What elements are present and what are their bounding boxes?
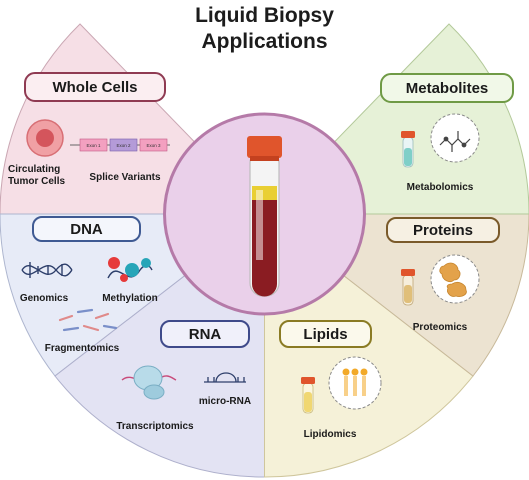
molecule-magnifier bbox=[430, 113, 480, 163]
whole-cells-section: Whole Cells Circulating Tumor Cells Exon… bbox=[8, 72, 170, 187]
title-line-2: Applications bbox=[201, 30, 327, 53]
methylation-icon bbox=[107, 257, 153, 282]
molecule-icon bbox=[439, 131, 471, 152]
protein-tube-icon bbox=[401, 269, 415, 306]
metabolites-pill bbox=[380, 73, 514, 103]
tube-plasma bbox=[252, 186, 277, 200]
transcriptomics-label: Transcriptomics bbox=[116, 421, 194, 432]
metabolites-label: Metabolites bbox=[406, 80, 489, 97]
proteins-section: Proteins Proteomics bbox=[386, 217, 500, 333]
metabolomics-label: Metabolomics bbox=[407, 182, 474, 193]
lipids-pill bbox=[279, 320, 372, 348]
rna-label: RNA bbox=[189, 326, 222, 343]
metabolites-section: Metabolites Metabolomics bbox=[380, 73, 514, 193]
center-tube bbox=[163, 112, 366, 316]
lipid-molecule-icon bbox=[342, 368, 368, 396]
fragmentomics-label: Fragmentomics bbox=[45, 343, 120, 354]
exon-1-label: Exon 1 bbox=[86, 143, 101, 148]
proteins-label: Proteins bbox=[413, 222, 473, 239]
exon-2-label: Exon 2 bbox=[116, 143, 131, 148]
tube-cap-ring bbox=[250, 156, 279, 161]
protein-blob-icon bbox=[439, 262, 467, 297]
splice-variant-icon: Exon 1 Exon 2 Exon 3 bbox=[70, 138, 170, 152]
metabolite-tube-icon bbox=[401, 131, 415, 168]
methylation-label: Methylation bbox=[102, 293, 158, 304]
lipids-label: Lipids bbox=[303, 326, 347, 343]
tube-highlight bbox=[256, 190, 263, 260]
title-line-1: Liquid Biopsy bbox=[195, 4, 334, 27]
whole-cells-pill bbox=[24, 72, 166, 102]
dna-label: DNA bbox=[70, 221, 103, 238]
lipid-tube-icon bbox=[301, 377, 315, 414]
micro-rna-label: micro-RNA bbox=[199, 396, 251, 407]
ctc-label-line2: Tumor Cells bbox=[8, 176, 65, 187]
splice-variants-label: Splice Variants bbox=[89, 172, 161, 183]
dna-pill bbox=[32, 216, 141, 242]
genomics-label: Genomics bbox=[20, 293, 69, 304]
ctc-label-line1: Circulating bbox=[8, 164, 60, 175]
dna-section: DNA Genomics Methylation Fragmentomics bbox=[20, 216, 158, 354]
rna-section: RNA Transcriptomics micro-RNA bbox=[116, 320, 251, 432]
transcription-icon bbox=[121, 365, 177, 400]
lipid-magnifier bbox=[328, 356, 382, 410]
exon-3-label: Exon 3 bbox=[146, 143, 161, 148]
tube-cap bbox=[247, 136, 282, 158]
lipids-section: Lipids Lipidomics bbox=[279, 320, 382, 440]
rna-pill bbox=[160, 320, 250, 348]
tumor-cell-icon bbox=[26, 119, 64, 157]
proteomics-label: Proteomics bbox=[413, 322, 468, 333]
dna-helix-icon bbox=[21, 262, 73, 278]
proteins-pill bbox=[386, 217, 500, 243]
fragmentomics-icon bbox=[58, 308, 118, 332]
whole-cells-label: Whole Cells bbox=[52, 79, 137, 96]
lipidomics-label: Lipidomics bbox=[304, 429, 357, 440]
tube-blood bbox=[252, 200, 277, 297]
micro-rna-icon bbox=[204, 372, 246, 383]
